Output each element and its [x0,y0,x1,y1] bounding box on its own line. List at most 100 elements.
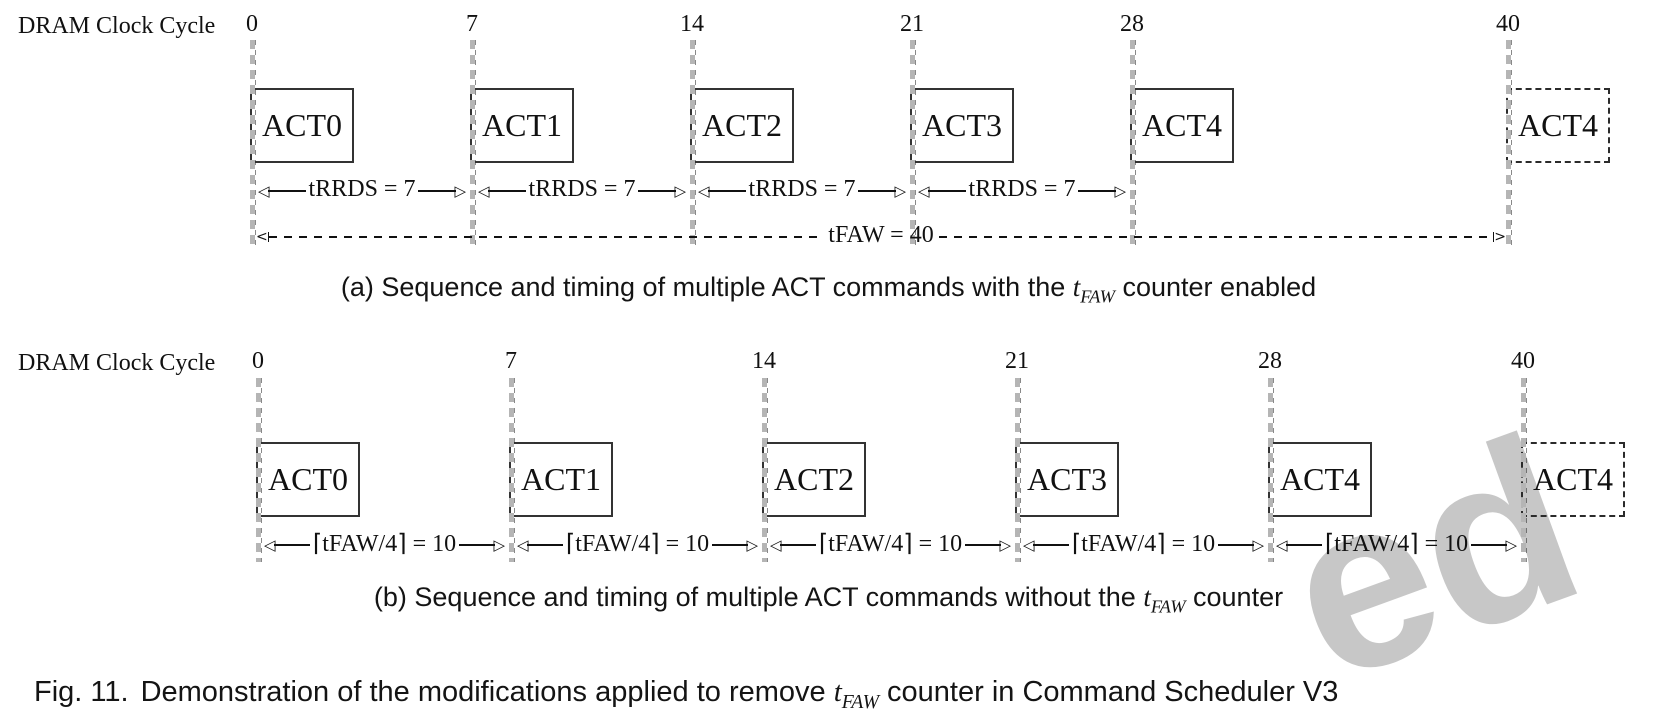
left-arrowhead-icon: ◁ [918,181,930,200]
trrds-arrow: ◁tRRDS = 7▷ [478,176,686,202]
arrow-line [487,190,526,192]
act-label: ACT4 [1280,461,1360,497]
right-arrowhead-icon: ▷ [999,535,1012,554]
figure-number-label: Fig. 11. [34,676,129,708]
arrow-label: ⌈tFAW/4⌉ = 10 [1324,530,1469,557]
act-label: ACT1 [521,461,601,497]
left-arrowhead-icon: < [256,229,268,245]
arrow-line [267,190,306,192]
math-sub-faw: FAW [1080,286,1115,307]
act-command-box: ACT4 [1268,442,1372,517]
left-arrowhead-icon: ◁ [478,181,490,200]
arrow-label: tRRDS = 7 [968,175,1076,202]
arrow-line [418,190,457,192]
act-command-box: ACT3 [910,88,1014,163]
right-arrowhead-icon: ▷ [746,535,759,554]
dashed-arrow-line [269,236,824,238]
tick-dashed-line [1129,40,1136,245]
tick-label: 21 [1005,348,1029,374]
arrow-end-bar [1492,232,1495,242]
arrow-line [858,190,897,192]
subcaption-a-text: (a) Sequence and timing of multiple ACT … [340,272,1073,302]
tick-label: 28 [1120,11,1144,37]
act-label: ACT0 [262,107,342,143]
arrow-line [779,544,816,546]
trrds-arrow: ◁ tRRDS = 7 ▷ [698,176,906,202]
arrow-line [965,544,1002,546]
arrow-label: tFAW = 40 [828,221,934,248]
right-arrowhead-icon: > [1494,229,1506,245]
act-label: ACT2 [774,461,854,497]
tick-dashed-line [689,40,696,245]
tick-label: 0 [246,11,258,37]
arrow-label: ⌈tFAW/4⌉ = 10 [565,530,710,557]
act-command-box: ACT2 [762,442,866,517]
left-arrowhead-icon: ◁ [264,535,276,554]
tick-dashed-line [909,40,916,245]
tick-label: 0 [252,348,264,374]
tick-label: 7 [505,348,517,374]
tick-label: 21 [900,11,924,37]
tick-dashed-line [508,378,515,562]
arrow-label: ⌈tFAW/4⌉ = 10 [1071,530,1216,557]
arrow-line [707,190,746,192]
arrow-end-bar [267,232,270,242]
right-arrowhead-icon: ▷ [454,181,466,200]
arrow-line [927,190,966,192]
tick-label: 7 [466,11,478,37]
arrow-line [1078,190,1117,192]
tick-dashed-line [255,378,262,562]
act-label: ACT4 [1142,107,1222,143]
act-label: ACT3 [922,107,1002,143]
right-arrowhead-icon: ▷ [674,181,686,200]
arrow-label: tRRDS = 7 [748,175,856,202]
clock-axis-label-a: DRAM Clock Cycle [18,13,216,39]
left-arrowhead-icon: ◁ [1276,535,1288,554]
tick-dashed-line [1014,378,1021,562]
act-label: ACT4 [1533,461,1613,497]
left-arrowhead-icon: ◁ [1023,535,1035,554]
arrow-label: ⌈tFAW/4⌉ = 10 [312,530,457,557]
arrow-line [459,544,496,546]
act-command-box: ACT0 [250,88,354,163]
subcaption-a: (a) Sequence and timing of multiple ACT … [0,272,1657,307]
subcaption-b-text: counter [1185,582,1284,612]
right-arrowhead-icon: ▷ [1505,535,1518,554]
tick-dashed-line [1505,40,1512,245]
arrow-line [1471,544,1508,546]
act-label: ACT1 [482,107,562,143]
right-arrowhead-icon: ▷ [894,181,906,200]
right-arrowhead-icon: ▷ [493,535,506,554]
tick-dashed-line [1520,378,1527,562]
math-sub-faw: FAW [841,690,879,713]
act-command-box: ACT0 [256,442,360,517]
tick-label: 28 [1258,348,1282,374]
left-arrowhead-icon: ◁ [258,181,270,200]
act-ghost-box: ACT4 [1521,442,1625,517]
arrow-line [712,544,749,546]
trrds-arrow: ◁ tRRDS = 7 ▷ [918,176,1126,202]
subcaption-a-text: counter enabled [1114,272,1317,302]
act-label: ACT3 [1027,461,1107,497]
act-ghost-box: ACT4 [1506,88,1610,163]
math-t: t [833,676,842,708]
act-command-box: ACT1 [470,88,574,163]
tick-dashed-line [1267,378,1274,562]
tfaw-span-arrow: < tFAW = 40 > [256,222,1506,248]
figure-caption: Fig. 11. Demonstration of the modificatio… [34,676,1338,714]
figure-caption-text: Demonstration of the modifications appli… [140,676,834,708]
left-arrowhead-icon: ◁ [517,535,529,554]
right-arrowhead-icon: ▷ [1114,181,1126,200]
math-sub-faw: FAW [1150,596,1186,617]
left-arrowhead-icon: ◁ [770,535,782,554]
tick-label: 14 [680,11,704,37]
trrds-arrow: ◁tRRDS = 7▷ [258,176,466,202]
act-command-box: ACT3 [1015,442,1119,517]
figure-caption-text: counter in Command Scheduler V3 [878,676,1339,708]
arrow-line [273,544,310,546]
clock-axis-label-b: DRAM Clock Cycle [18,350,216,376]
arrow-line [1218,544,1255,546]
subcaption-b-text: (b) Sequence and timing of multiple ACT … [373,582,1144,612]
left-arrowhead-icon: ◁ [698,181,710,200]
